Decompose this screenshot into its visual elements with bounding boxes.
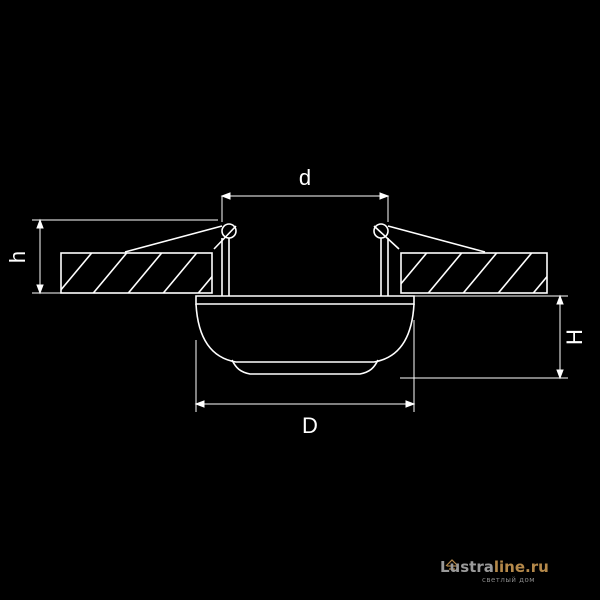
dimension-H xyxy=(400,294,568,380)
dimension-label-D: D xyxy=(302,413,318,438)
watermark-brand-part1: Lustra xyxy=(440,558,494,576)
ceiling-slab-left xyxy=(60,252,213,294)
svg-text:Lustraline.ru: Lustraline.ru xyxy=(440,558,549,576)
fixture-body xyxy=(195,238,415,375)
dimension-d xyxy=(220,192,390,222)
lamp-icon xyxy=(445,559,459,570)
dimension-label-d: d xyxy=(299,165,311,190)
watermark-brand-part2: line.ru xyxy=(494,558,549,576)
dimension-label-H: H xyxy=(562,329,587,345)
dimension-D xyxy=(194,320,416,412)
spring-clip-right xyxy=(373,223,486,253)
watermark-tagline: светлый дом xyxy=(482,576,535,584)
dimension-h xyxy=(32,218,218,295)
spring-clip-left xyxy=(124,223,237,253)
watermark-logo: Lustraline.ru светлый дом xyxy=(440,558,549,584)
dimension-label-h: h xyxy=(5,251,30,263)
ceiling-slab-right xyxy=(400,252,548,294)
